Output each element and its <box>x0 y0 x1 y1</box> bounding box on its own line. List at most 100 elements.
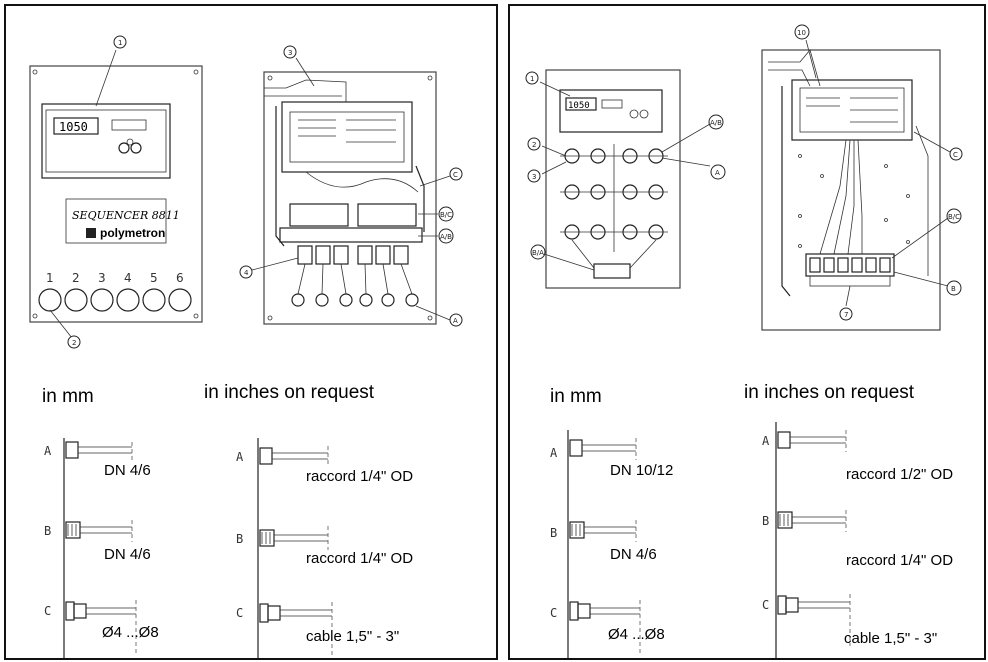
front-plate <box>545 69 681 289</box>
fitting-label-c: Ø4 ...Ø8 <box>608 626 665 643</box>
inch-label-b: raccord 1/4" OD <box>846 552 954 569</box>
callout-bc <box>946 208 962 224</box>
display-window <box>53 117 99 135</box>
callout-bc <box>438 206 454 222</box>
inch-label-a: raccord 1/2" OD <box>846 466 954 483</box>
fitting-label-b: DN 4/6 <box>610 546 657 563</box>
callout-1 <box>525 71 539 85</box>
callout-1 <box>113 35 127 49</box>
callout-a <box>710 164 726 180</box>
button-number: 1 <box>46 271 54 285</box>
left-panel: 1050 SEQUENCER 8811 polymetron 1 2 3 4 5… <box>4 4 498 660</box>
fitting-label-c: Ø4 ...Ø8 <box>102 624 159 641</box>
controller-box <box>559 89 663 133</box>
inch-letter-c: C <box>236 606 244 620</box>
callout-3 <box>283 45 297 59</box>
mm-fittings <box>567 430 641 658</box>
front-plate <box>29 65 203 323</box>
fitting-label-a: DN 4/6 <box>104 462 151 479</box>
inch-label-b: raccord 1/4" OD <box>306 550 414 567</box>
callout-ab <box>708 114 724 130</box>
inch-letter-b: B <box>762 514 770 528</box>
inch-heading: in inches on request <box>744 382 915 403</box>
sequencer-label: SEQUENCER 8811 <box>72 209 180 222</box>
callout-4 <box>239 265 253 279</box>
callout-text: B/C <box>440 211 452 219</box>
valve-block-right <box>357 203 417 227</box>
button-number: 6 <box>176 271 184 285</box>
inch-letter-b: B <box>236 532 244 546</box>
fitting-letter-b: B <box>550 526 558 540</box>
callout-text: C <box>953 151 958 159</box>
controller-box <box>41 103 171 179</box>
display-value: 1050 <box>59 120 88 134</box>
callout-ab <box>438 228 454 244</box>
label-plate <box>65 198 167 244</box>
callout-text: C <box>453 171 458 179</box>
callout-text: B/A <box>532 249 544 257</box>
callout-text: 3 <box>288 49 292 57</box>
callout-text: B/C <box>948 213 960 221</box>
callout-3 <box>527 169 541 183</box>
callout-text: 1 <box>118 39 122 47</box>
fitting-letter-c: C <box>550 606 558 620</box>
callout-a <box>449 313 463 327</box>
left-diagram: 1050 SEQUENCER 8811 polymetron 1 2 3 4 5… <box>29 35 463 658</box>
callout-text: 2 <box>532 141 536 149</box>
callout-ba <box>530 244 546 260</box>
inch-heading: in inches on request <box>204 382 375 403</box>
inch-letter-a: A <box>236 450 244 464</box>
display-value: 1050 <box>568 101 590 111</box>
callout-2 <box>527 137 541 151</box>
button-number: 3 <box>98 271 106 285</box>
callout-c <box>449 167 463 181</box>
inch-label-a: raccord 1/4" OD <box>306 468 414 485</box>
callout-text: B <box>951 285 956 293</box>
inch-letter-c: C <box>762 598 770 612</box>
inch-label-c: cable 1,5" - 3" <box>844 630 938 647</box>
callout-10 <box>794 24 810 40</box>
button-row <box>38 288 192 312</box>
back-plate <box>263 71 437 325</box>
fitting-letter-a: A <box>44 444 52 458</box>
mm-heading: in mm <box>42 386 94 407</box>
button-5 <box>142 288 166 312</box>
back-plate <box>761 49 941 331</box>
callout-text: 1 <box>530 75 534 83</box>
button-6 <box>168 288 192 312</box>
callout-text: 7 <box>844 311 848 319</box>
callout-text: 3 <box>532 173 536 181</box>
callout-2 <box>67 335 81 349</box>
inch-fittings <box>775 422 851 658</box>
callout-text: 4 <box>244 269 249 277</box>
brand-label: polymetron <box>100 226 165 240</box>
callout-7 <box>839 307 853 321</box>
fitting-letter-b: B <box>44 524 52 538</box>
button-1 <box>38 288 62 312</box>
button-number: 5 <box>150 271 158 285</box>
fitting-label-a: DN 10/12 <box>610 462 674 479</box>
callout-text: A/B <box>710 119 722 127</box>
callout-text: 2 <box>72 339 76 347</box>
button-3 <box>90 288 114 312</box>
callout-c <box>949 147 963 161</box>
callout-b <box>946 280 962 296</box>
electronics-board <box>791 79 913 141</box>
fitting-label-b: DN 4/6 <box>104 546 151 563</box>
mm-fittings <box>63 438 137 658</box>
inch-label-c: cable 1,5" - 3" <box>306 628 400 645</box>
button-number: 4 <box>124 271 132 285</box>
callout-text: A <box>453 317 458 325</box>
button-4 <box>116 288 140 312</box>
callout-text: 10 <box>797 29 806 37</box>
button-number: 2 <box>72 271 80 285</box>
mm-heading: in mm <box>550 386 602 407</box>
fitting-letter-a: A <box>550 446 558 460</box>
button-2 <box>64 288 88 312</box>
right-panel: 1050 1 2 3 A/B A <box>508 4 986 660</box>
electronics-board <box>281 101 413 173</box>
callout-text: A/B <box>440 233 452 241</box>
inch-letter-a: A <box>762 434 770 448</box>
fitting-letter-c: C <box>44 604 52 618</box>
callout-text: A <box>715 169 720 177</box>
